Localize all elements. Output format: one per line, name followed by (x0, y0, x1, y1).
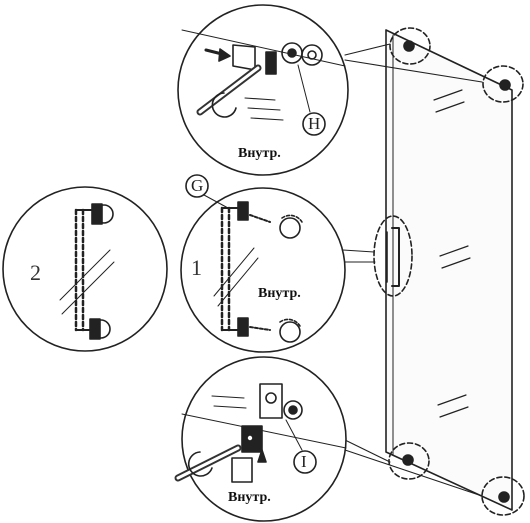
detail-circle-step-2 (2, 186, 168, 352)
hinge-top-left (389, 27, 431, 65)
detail-circle-bottom-hinge (174, 356, 347, 522)
detail-circle-top-hinge (177, 4, 349, 176)
inside-label-bottom: Внутр. (228, 490, 271, 505)
detail-circle-step-1 (180, 187, 346, 353)
inside-label-middle: Внутр. (258, 286, 301, 301)
step-number-2: 2 (30, 260, 41, 285)
hinge-bottom-right (481, 476, 525, 516)
glass-door-panel (385, 29, 513, 511)
part-g-marker (185, 174, 209, 198)
part-label-h: H (308, 114, 321, 133)
part-label-g: G (191, 176, 204, 195)
door-handle (373, 215, 413, 297)
hinge-top-right (482, 65, 524, 103)
leader-lines (342, 43, 483, 497)
inside-label-top: Внутр. (238, 146, 281, 161)
part-label-i: I (301, 452, 307, 471)
step-number-1: 1 (191, 255, 202, 280)
